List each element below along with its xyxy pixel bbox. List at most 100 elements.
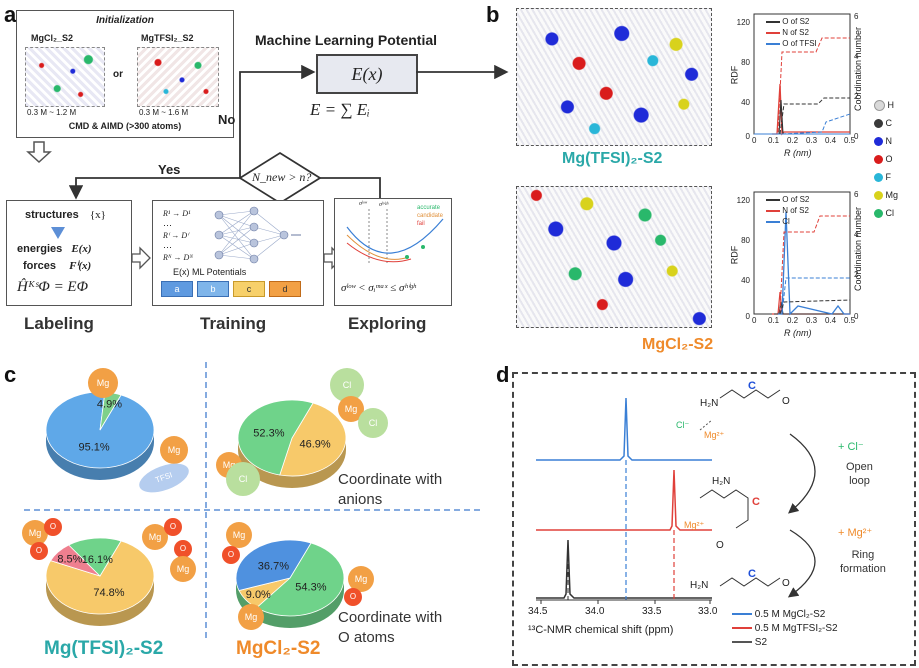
ion-mg-tl: Mg — [88, 368, 118, 398]
rdf-top-legend-o-tfsi: O of TFSI — [766, 38, 817, 49]
panel-c-letter: c — [4, 362, 17, 387]
mol1-mg: Mg²⁺ — [704, 430, 725, 440]
labeling-box: structures {x} energies E(x) forces Fⁱ(x… — [6, 200, 132, 306]
labeling-energies-label: energies — [17, 243, 63, 255]
rdf-bottom-ytick-40: 40 — [741, 276, 750, 285]
element-cl: Cl — [874, 204, 898, 222]
panel-c-label-mgcl2: MgCl₂-S2 — [236, 638, 321, 659]
rdf-bottom-legend-o-s2: O of S2 — [766, 194, 809, 205]
decision-condition: N_new > n? — [252, 170, 312, 184]
rdf-top-legend-o-s2-label: O of S2 — [782, 17, 810, 26]
rdf-bottom-ytick-0: 0 — [745, 312, 750, 321]
decision-yes: Yes — [158, 162, 181, 177]
rdf-top-ytick-40: 40 — [741, 98, 750, 107]
rdf-top-plot — [753, 13, 851, 136]
nmr-xtick-330: 33.0 — [698, 606, 718, 617]
mol1-c: C — [748, 380, 756, 392]
rdf-top-xtick-01: 0.1 — [768, 136, 780, 145]
label-coordinate-o-atoms: Coordinate with O atoms — [338, 609, 443, 646]
rdf-top-xtick-0: 0 — [752, 136, 757, 145]
rdf-bottom-xtick-02: 0.2 — [787, 316, 799, 325]
pie-side — [46, 576, 154, 626]
labeling-structures-label: structures — [25, 209, 79, 221]
element-n-label: N — [885, 136, 893, 146]
rdf-bottom-xtick-03: 0.3 — [806, 316, 818, 325]
training-ml-label: E(x) ML Potentials — [173, 267, 247, 277]
ion-o-bl3: O — [164, 518, 182, 536]
neural-network-diagram — [214, 206, 301, 264]
mol1-o: O — [782, 396, 790, 407]
legend-accurate: accurate — [417, 205, 441, 211]
left-molecule-box — [25, 47, 105, 107]
exploring-curve-plot — [346, 209, 444, 263]
right-system-label: MgTFSI₂_S2 — [141, 33, 194, 43]
rdf-bottom-y2tick-6: 6 — [854, 190, 859, 199]
rdf-top-xtick-02: 0.2 — [787, 136, 799, 145]
pie-side — [238, 438, 346, 488]
mol1-h2n: H₂N — [700, 398, 719, 409]
pie-slice-label: 74.8% — [93, 587, 124, 599]
rdf-top-legend: O of S2 N of S2 O of TFSI — [766, 16, 817, 49]
rdf-bottom-xlabel: R (nm) — [784, 328, 812, 338]
panel-c-label-mg-tfsi: Mg(TFSI)₂-S2 — [44, 638, 164, 659]
labeling-down-arrow — [51, 227, 65, 239]
training-dots-2: ⋯ — [163, 242, 172, 252]
label-add-cl-text: + Cl⁻ — [838, 441, 864, 453]
rdf-top-ytick-0: 0 — [745, 132, 750, 141]
rdf-bottom-legend-cl: Cl — [766, 216, 809, 227]
model-a: a — [161, 281, 193, 297]
labeling-forces: forces Fⁱ(x) — [23, 259, 91, 272]
pie-slice-label: 36.7% — [258, 561, 289, 573]
rdf-top-xtick-03: 0.3 — [806, 136, 818, 145]
rdf-bottom-plot — [753, 191, 851, 316]
labeling-equation: ĤᴷˢΦ = EΦ — [17, 279, 89, 295]
exploring-sigma-high: σʰⁱᵍʰ — [379, 202, 389, 208]
rdf-top-xlabel: R (nm) — [784, 148, 812, 158]
exploring-caption: Exploring — [348, 314, 427, 333]
rdf-top-y2tick-4: 4 — [854, 52, 859, 61]
pie-slice-label: 4.9% — [97, 398, 122, 410]
pie-slice-label: 46.9% — [300, 438, 331, 450]
label-add-mg-text: + Mg²⁺ — [838, 527, 873, 539]
labeling-forces-label: forces — [23, 260, 57, 272]
pie-slice-label: 52.3% — [253, 428, 284, 440]
label-add-cl: + Cl⁻ — [838, 440, 864, 453]
or-label: or — [113, 69, 123, 80]
labeling-caption: Labeling — [24, 314, 94, 333]
exploring-box: accurate candidate fail σˡᵒʷ σʰⁱᵍʰ σˡᵒʷ … — [334, 198, 452, 306]
rdf-bottom-legend-n-s2-label: N of S2 — [782, 206, 809, 215]
rdf-bottom-xtick-04: 0.4 — [825, 316, 837, 325]
left-system-label: MgCl₂_S2 — [31, 33, 74, 43]
ion-mg-bl3: Mg — [170, 556, 196, 582]
training-caption: Training — [200, 314, 267, 333]
method-label: CMD & AIMD (>300 atoms) — [68, 121, 182, 131]
ion-cl-tr2: Cl — [358, 408, 388, 438]
bottom-system-label: MgCl₂-S2 — [642, 336, 714, 353]
nmr-legend: 0.5 M MgCl₂-S2 0.5 M MgTFSI₂-S2 S2 — [732, 608, 838, 650]
pie-slice-label: 8.5% — [57, 554, 82, 566]
rdf-top-y2tick-6: 6 — [854, 12, 859, 21]
nmr-legend-mgcl2: 0.5 M MgCl₂-S2 — [732, 608, 838, 622]
mlp-title: Machine Learning Potential — [255, 32, 438, 48]
pie-slice — [255, 542, 345, 617]
element-o-label: O — [885, 154, 893, 164]
ion-mg-br1: Mg — [226, 522, 252, 548]
mg-tfsi-simulation-box — [516, 8, 712, 146]
mlp-box: E(x) — [316, 54, 418, 94]
rdf-bottom-ytick-80: 80 — [741, 236, 750, 245]
element-o: O — [874, 150, 898, 168]
mol2-mg: Mg²⁺ — [684, 520, 705, 530]
ion-o-bl2: O — [30, 542, 48, 560]
rdf-bottom-y2tick-2: 2 — [854, 270, 859, 279]
nmr-xtick-335: 33.5 — [642, 606, 662, 617]
label-open-loop: Open loop — [846, 461, 873, 487]
legend-candidate: candidate — [417, 213, 444, 219]
ion-o-br2: O — [344, 588, 362, 606]
pie-slice-label: 54.3% — [295, 582, 326, 594]
labeling-forces-sym: Fⁱ(x) — [69, 260, 92, 272]
exploring-inequality: σˡᵒʷ < σᵢᵐᵃˣ ≤ σʰⁱᵍʰ — [341, 282, 416, 294]
nmr-legend-mgtfsi2-label: 0.5 M MgTFSI₂-S2 — [754, 623, 838, 634]
pie-slice-label: 95.1% — [78, 442, 109, 454]
